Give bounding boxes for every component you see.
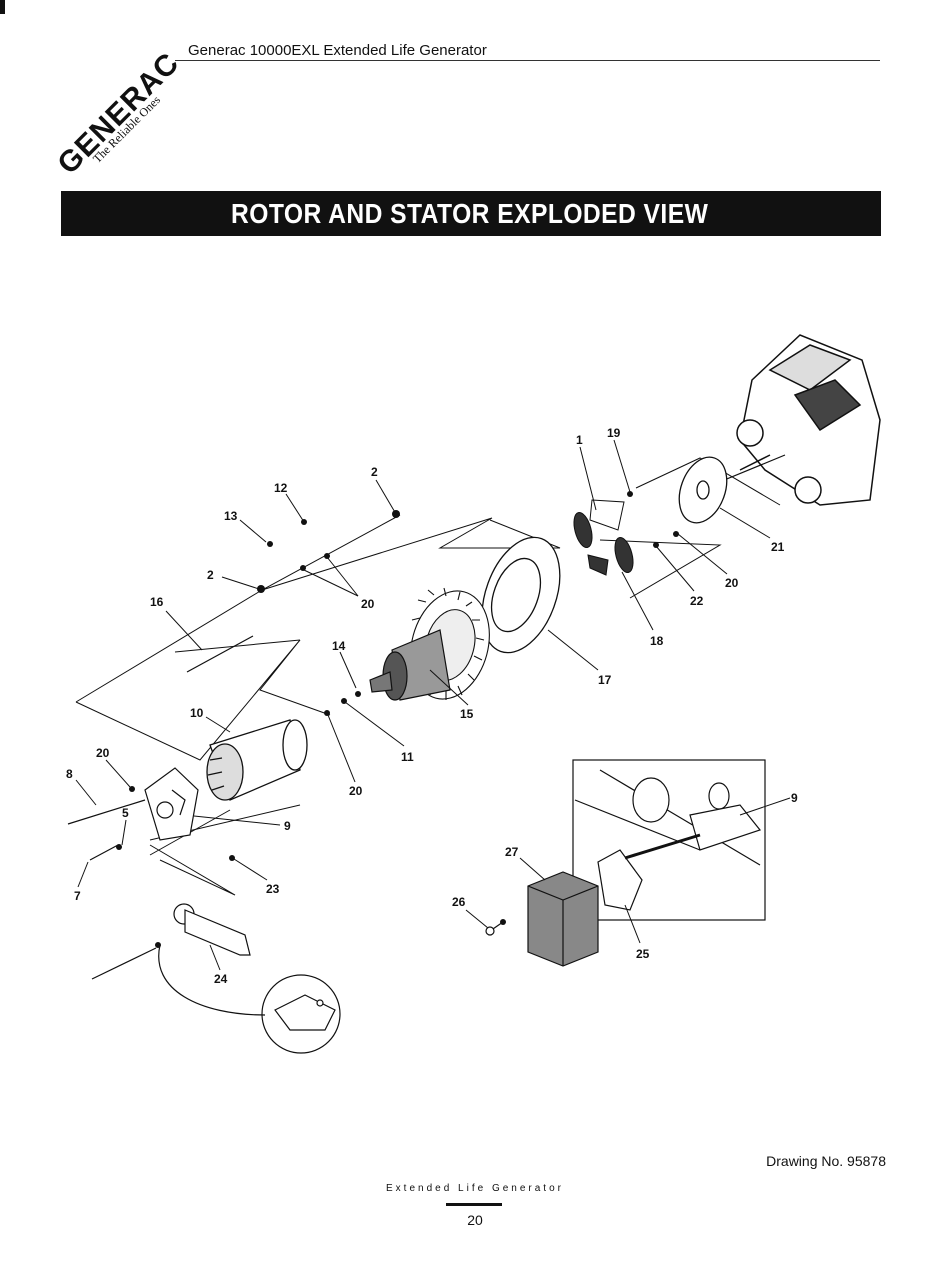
callout-14: 14 (332, 639, 346, 653)
regulator-box (486, 872, 598, 966)
callout-5: 5 (122, 806, 129, 820)
stator (207, 720, 307, 800)
mounting-bracket (159, 904, 340, 1053)
brush-assembly (571, 500, 637, 575)
generac-logo: GENERAC The Reliable Ones (40, 40, 190, 190)
header-rule (175, 60, 880, 61)
callout-20d: 20 (725, 576, 739, 590)
callout-1: 1 (576, 433, 583, 447)
footer-bar (446, 1203, 502, 1206)
section-title: ROTOR AND STATOR EXPLODED VIEW (231, 191, 708, 236)
callout-7: 7 (74, 889, 81, 903)
engine-block (737, 335, 880, 505)
callout-23: 23 (266, 882, 280, 896)
document-title: Generac 10000EXL Extended Life Generator (188, 42, 487, 59)
callout-8: 8 (66, 767, 73, 781)
callout-25: 25 (636, 947, 650, 961)
callout-20c: 20 (96, 746, 110, 760)
callout-9a: 9 (284, 819, 291, 833)
callout-27: 27 (505, 845, 519, 859)
callout-20b: 20 (349, 784, 363, 798)
exploded-view-diagram: 1 19 2 12 13 2 20 16 14 10 15 11 20 20 8… (0, 300, 950, 1100)
callout-26: 26 (452, 895, 466, 909)
callout-2b: 2 (207, 568, 214, 582)
footer-running-title: Extended Life Generator (0, 1183, 950, 1194)
drawing-number: Drawing No. 95878 (766, 1153, 886, 1169)
scan-edge-mark (0, 0, 5, 14)
callout-19: 19 (607, 426, 621, 440)
callout-17: 17 (598, 673, 612, 687)
adapter-plate (671, 451, 736, 530)
callout-10: 10 (190, 706, 204, 720)
rear-bearing-carrier (145, 768, 198, 840)
detail-inset (573, 760, 765, 920)
callout-13: 13 (224, 509, 238, 523)
logo-wordmark: GENERAC (51, 51, 181, 181)
page-number: 20 (0, 1212, 950, 1228)
callout-24: 24 (214, 972, 228, 986)
rotor (370, 630, 450, 700)
callout-11: 11 (401, 750, 414, 764)
callout-18: 18 (650, 634, 664, 648)
callout-12: 12 (274, 481, 288, 495)
callout-20a: 20 (361, 597, 375, 611)
callout-2a: 2 (371, 465, 378, 479)
section-banner: ROTOR AND STATOR EXPLODED VIEW (61, 191, 881, 236)
callout-21: 21 (771, 540, 785, 554)
callout-16: 16 (150, 595, 164, 609)
callout-22: 22 (690, 594, 704, 608)
callout-9b: 9 (791, 791, 798, 805)
callout-15: 15 (460, 707, 474, 721)
